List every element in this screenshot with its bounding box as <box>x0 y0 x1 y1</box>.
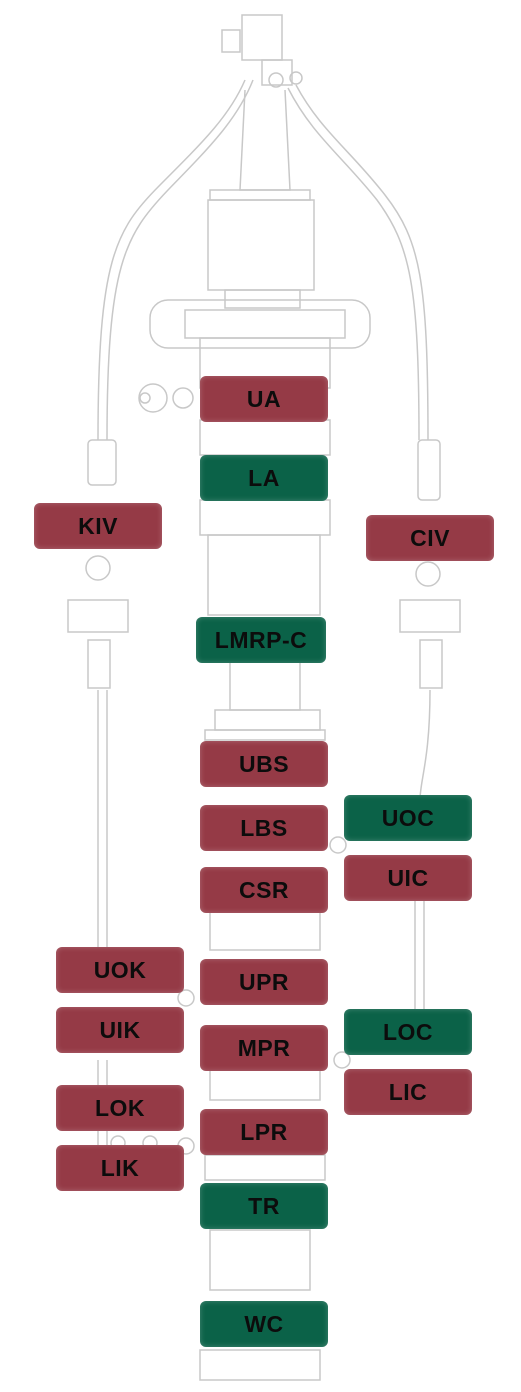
lmrp-c-button[interactable]: LMRP-C <box>196 617 326 663</box>
lok-button[interactable]: LOK <box>56 1085 184 1131</box>
ubs-button[interactable]: UBS <box>200 741 328 787</box>
csr-button[interactable]: CSR <box>200 867 328 913</box>
upr-button[interactable]: UPR <box>200 959 328 1005</box>
mpr-button[interactable]: MPR <box>200 1025 328 1071</box>
tr-button[interactable]: TR <box>200 1183 328 1229</box>
lpr-button[interactable]: LPR <box>200 1109 328 1155</box>
ua-button[interactable]: UA <box>200 376 328 422</box>
la-button[interactable]: LA <box>200 455 328 501</box>
uik-button[interactable]: UIK <box>56 1007 184 1053</box>
top-fitting <box>261 59 293 86</box>
lic-button[interactable]: LIC <box>344 1069 472 1115</box>
choke-hose <box>295 84 429 441</box>
upper-flange <box>184 309 346 339</box>
lbs-button[interactable]: LBS <box>200 805 328 851</box>
uoc-button[interactable]: UOC <box>344 795 472 841</box>
civ-button[interactable]: CIV <box>366 515 494 561</box>
top-connector-block <box>221 29 241 53</box>
uok-button[interactable]: UOK <box>56 947 184 993</box>
loc-button[interactable]: LOC <box>344 1009 472 1055</box>
wc-button[interactable]: WC <box>200 1301 328 1347</box>
lik-button[interactable]: LIK <box>56 1145 184 1191</box>
uic-button[interactable]: UIC <box>344 855 472 901</box>
kiv-button[interactable]: KIV <box>34 503 162 549</box>
top-manifold <box>241 14 283 61</box>
kill-hose <box>97 79 246 441</box>
